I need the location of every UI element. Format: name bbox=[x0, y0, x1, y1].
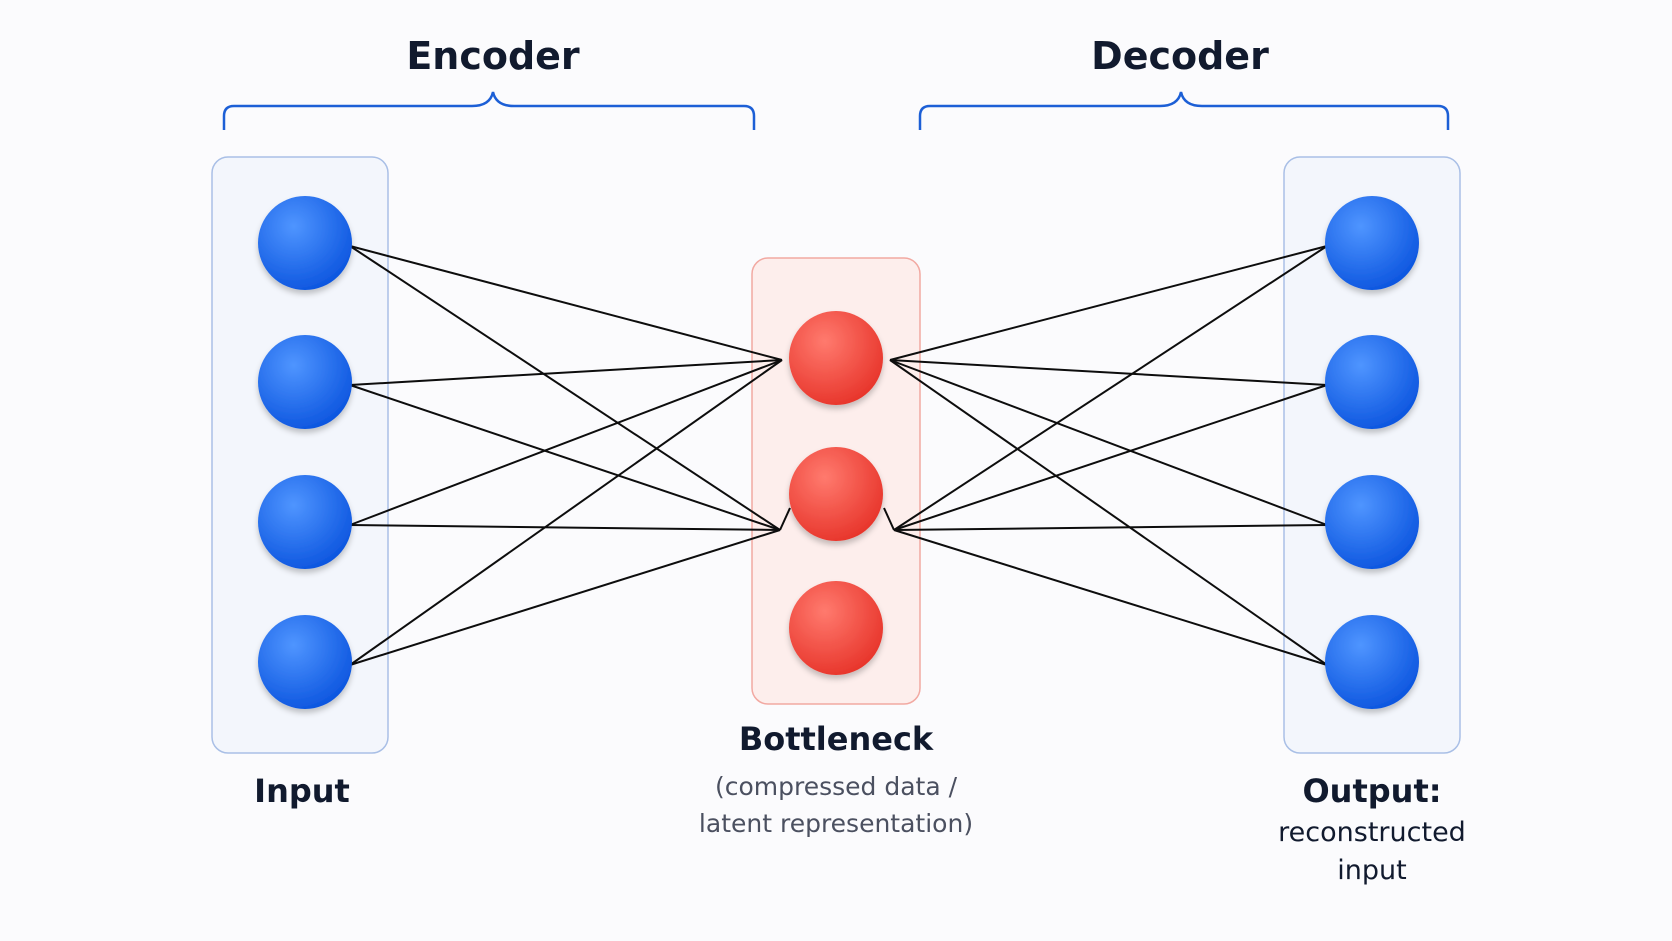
bottleneck-node-1 bbox=[789, 311, 883, 405]
output-label: Output: bbox=[1302, 772, 1442, 810]
edge-bottleneck-2-to-output-1 bbox=[893, 245, 1328, 531]
output-layer-panel bbox=[1283, 156, 1461, 754]
output-node-1 bbox=[1325, 196, 1419, 290]
edge-bottleneck-2-to-output-2 bbox=[893, 384, 1328, 531]
output-caption-line2: input bbox=[1337, 855, 1407, 886]
edge-input-2-to-bottleneck-2 bbox=[349, 384, 781, 531]
input-node-4 bbox=[258, 615, 352, 709]
encoder-title: Encoder bbox=[406, 34, 580, 78]
edge-input-3-to-bottleneck-1 bbox=[349, 359, 783, 526]
bottleneck-caption-line2: latent representation) bbox=[698, 809, 974, 838]
edge-bottleneck-2-to-output-3 bbox=[893, 524, 1328, 531]
edge-input-1-to-bottleneck-1 bbox=[349, 245, 783, 361]
input-node-3 bbox=[258, 475, 352, 569]
bottleneck-caption-line1: (compressed data / bbox=[714, 772, 958, 801]
neuron-nodes bbox=[258, 196, 1419, 709]
edge-input-4-to-bottleneck-1 bbox=[349, 359, 783, 666]
input-layer-panel bbox=[211, 156, 389, 754]
edge-bottleneck-1-to-output-2 bbox=[889, 359, 1328, 386]
decoder-title: Decoder bbox=[1091, 34, 1269, 78]
output-node-2 bbox=[1325, 335, 1419, 429]
output-node-3 bbox=[1325, 475, 1419, 569]
input-label: Input bbox=[254, 772, 350, 810]
edge-input-3-to-bottleneck-2 bbox=[349, 524, 781, 531]
input-node-1 bbox=[258, 196, 352, 290]
edge-bottleneck-2-to-output-4 bbox=[893, 529, 1328, 666]
edge-bottleneck-1-to-output-4 bbox=[889, 359, 1328, 666]
bottleneck-node-3 bbox=[789, 581, 883, 675]
edge-right-join-bottleneck-2 bbox=[883, 507, 895, 531]
connection-edges bbox=[349, 245, 1328, 666]
output-caption-line1: reconstructed bbox=[1278, 817, 1466, 848]
edge-bottleneck-1-to-output-3 bbox=[889, 359, 1328, 526]
decoder-bracket bbox=[918, 91, 1450, 130]
edge-input-2-to-bottleneck-1 bbox=[349, 359, 783, 386]
edge-input-4-to-bottleneck-2 bbox=[349, 529, 781, 666]
edge-bottleneck-1-to-output-1 bbox=[889, 245, 1328, 361]
output-node-4 bbox=[1325, 615, 1419, 709]
input-node-2 bbox=[258, 335, 352, 429]
edge-input-1-to-bottleneck-2 bbox=[349, 245, 781, 531]
encoder-bracket bbox=[222, 91, 756, 130]
bottleneck-label: Bottleneck bbox=[738, 720, 934, 758]
edge-left-join-bottleneck-2 bbox=[779, 507, 791, 531]
bottleneck-node-2 bbox=[789, 447, 883, 541]
